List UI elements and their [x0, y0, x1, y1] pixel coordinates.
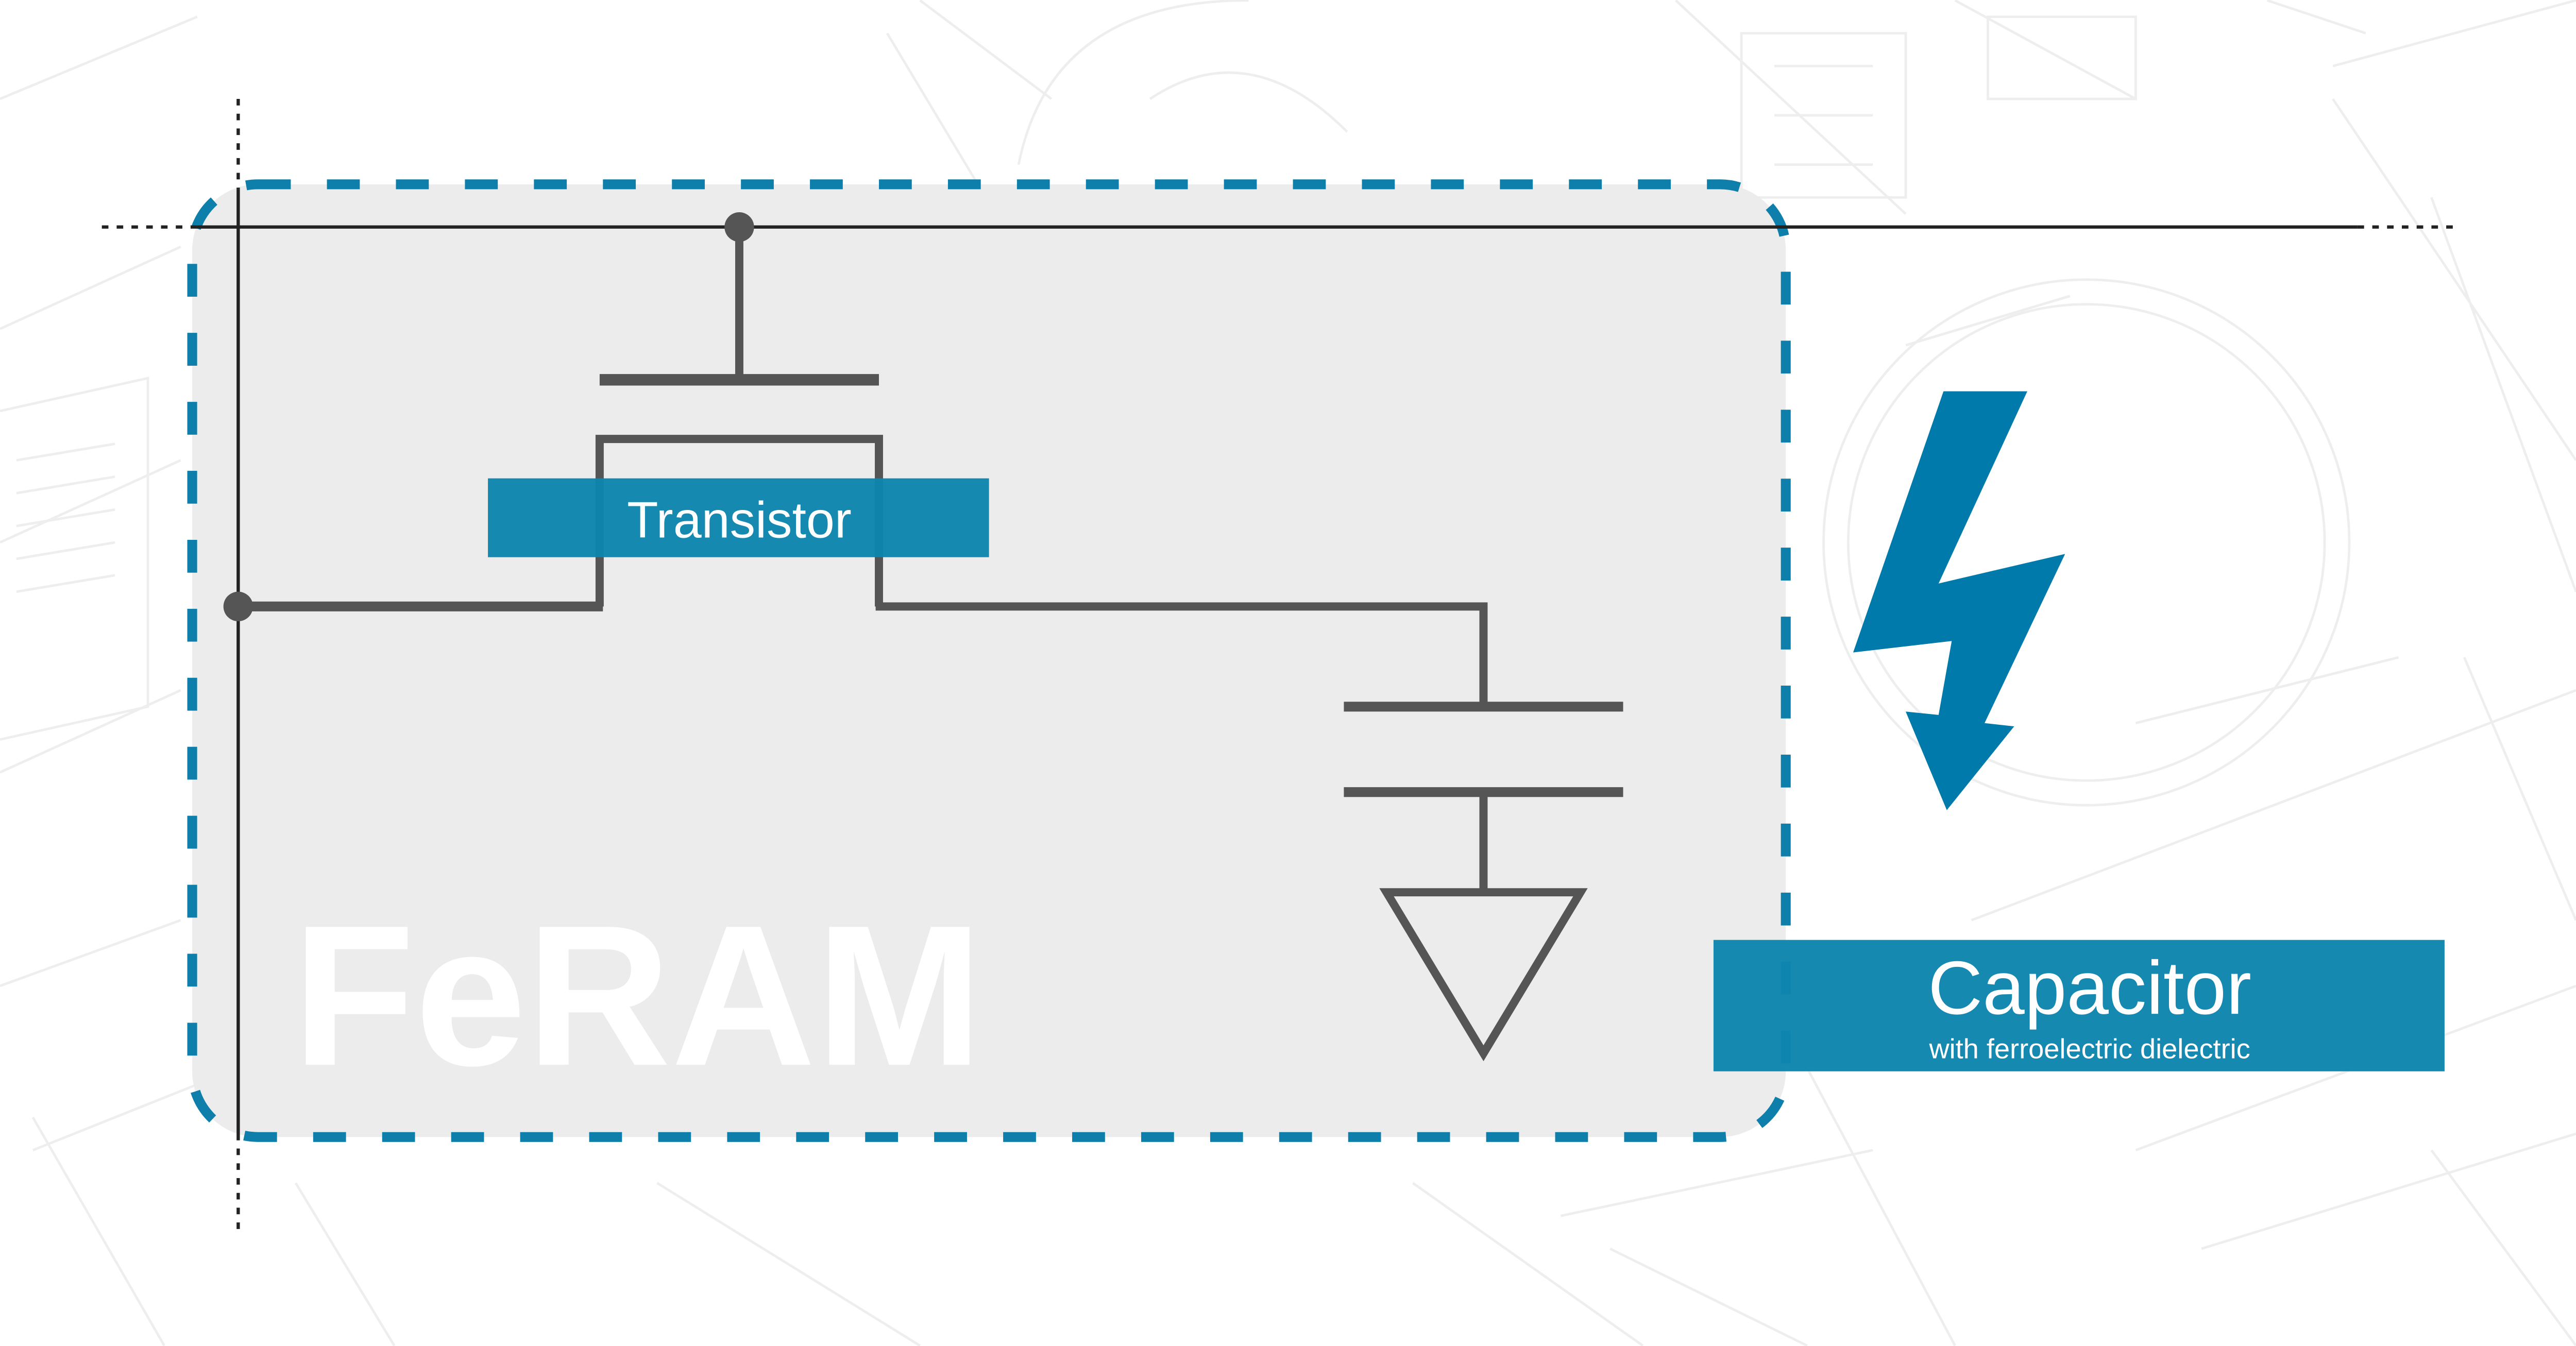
svg-text:Transistor: Transistor: [627, 491, 852, 548]
capacitor-label: Capacitor with ferroelectric dielectric: [1713, 940, 2445, 1071]
ground-symbol-icon: [1379, 888, 1588, 1062]
feram-title: FeRAM: [293, 884, 983, 1108]
lightning-bolt-icon: [1853, 391, 2065, 810]
capacitor-symbol: [1344, 702, 1623, 893]
bus-lines: [101, 99, 2456, 1229]
svg-text:Capacitor: Capacitor: [1928, 946, 2251, 1030]
transistor-symbol: [223, 212, 1488, 707]
svg-text:with ferroelectric dielectric: with ferroelectric dielectric: [1928, 1033, 2250, 1064]
transistor-label: Transistor: [488, 478, 989, 557]
junction-dot: [223, 591, 253, 622]
